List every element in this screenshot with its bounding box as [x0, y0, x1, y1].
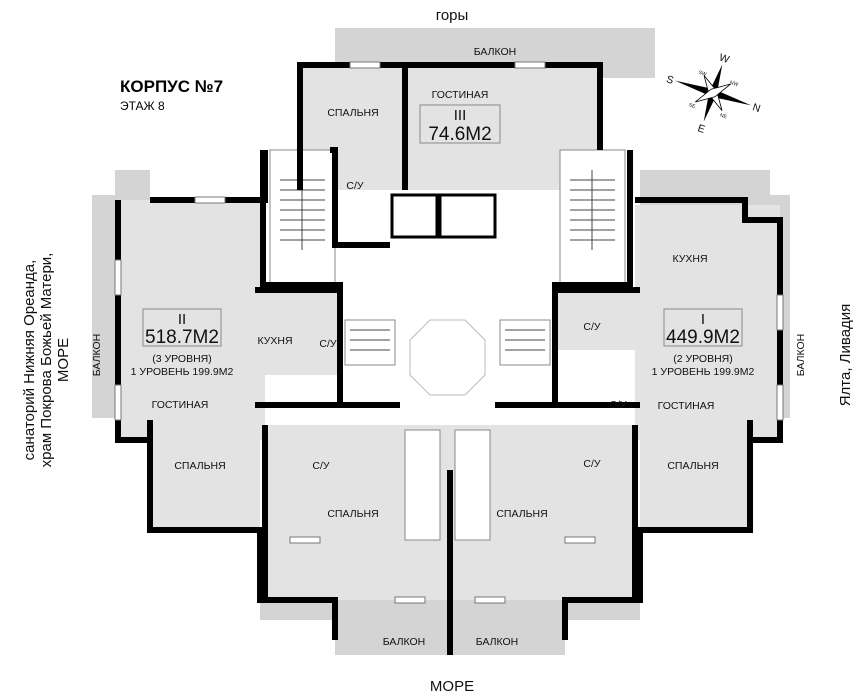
- wc-label-u1c: С/У: [583, 458, 601, 470]
- unit-1-levels: (2 УРОВНЯ): [673, 353, 733, 365]
- compass-nw: NW: [729, 80, 739, 88]
- compass-sw: SW: [698, 70, 708, 78]
- floor-label: ЭТАЖ 8: [120, 99, 165, 113]
- wc-label-u1b: С/У: [609, 399, 627, 411]
- bedroom-label-u3: СПАЛЬНЯ: [327, 107, 378, 119]
- bedroom-label-u2b: СПАЛЬНЯ: [327, 508, 378, 520]
- living-label-u1: ГОСТИНАЯ: [658, 400, 715, 412]
- unit-2-level1-area: 1 УРОВЕНЬ 199.9М2: [131, 366, 234, 378]
- unit-1-area-box: [663, 308, 743, 347]
- left-line-1: санаторий Нижняя Ореанда,: [21, 260, 38, 461]
- unit-1-level1-area: 1 УРОВЕНЬ 199.9М2: [652, 366, 755, 378]
- balcony-label-top: БАЛКОН: [474, 46, 517, 58]
- kitchen-label-u1: КУХНЯ: [672, 253, 707, 265]
- compass-w: W: [718, 52, 731, 67]
- unit-2-area-box: [142, 308, 222, 347]
- unit-2-levels: (3 УРОВНЯ): [152, 353, 212, 365]
- unit-2-area: 518.7М2: [145, 327, 219, 348]
- balcony-label-bottom-left: БАЛКОН: [383, 636, 426, 648]
- bedroom-label-u2: СПАЛЬНЯ: [174, 460, 225, 472]
- bedroom-label-u1: СПАЛЬНЯ: [667, 460, 718, 472]
- direction-bottom: МОРЕ: [430, 678, 474, 695]
- unit-3-number: III: [454, 107, 467, 124]
- building-title: КОРПУС №7: [120, 77, 223, 96]
- direction-right: Ялта, Ливадия: [837, 304, 854, 407]
- living-label-u3: ГОСТИНАЯ: [432, 89, 489, 101]
- balcony-label-right: БАЛКОН: [795, 334, 807, 377]
- wc-label-u2b: С/У: [312, 460, 330, 472]
- unit-2-number: II: [178, 311, 186, 328]
- compass-e: E: [696, 122, 706, 136]
- unit-1-number: I: [701, 311, 705, 328]
- balcony-label-left: БАЛКОН: [91, 334, 103, 377]
- walls: [115, 62, 783, 655]
- balcony-label-bottom-right: БАЛКОН: [476, 636, 519, 648]
- kitchen-label-u2: КУХНЯ: [257, 335, 292, 347]
- windows: [114, 61, 784, 604]
- unit-3-area-box: [419, 104, 501, 144]
- direction-top: горы: [436, 7, 469, 24]
- compass-s: S: [665, 73, 675, 87]
- compass-n: N: [751, 101, 762, 115]
- left-line-2: храм Покрова Божьей Матери,: [38, 253, 55, 468]
- wc-label-u2a: С/У: [319, 338, 337, 350]
- room-fills: [120, 65, 780, 600]
- unit-1-area: 449.9М2: [666, 327, 740, 348]
- direction-left: санаторий Нижняя Ореанда, храм Покрова Б…: [21, 253, 72, 468]
- left-line-3: МОРЕ: [55, 338, 72, 382]
- wc-label-u1a: С/У: [583, 321, 601, 333]
- compass-se: SE: [688, 102, 697, 110]
- wc-label-u3: С/У: [346, 180, 364, 192]
- compass-ne: NE: [719, 112, 728, 120]
- unit-3-area: 74.6М2: [428, 124, 491, 145]
- living-label-u2: ГОСТИНАЯ: [152, 399, 209, 411]
- room-labels: БАЛКОН СПАЛЬНЯ ГОСТИНАЯ III 74.6М2 С/У К…: [91, 46, 807, 648]
- compass-rose-icon: S N W E SW NW SE NE: [665, 52, 762, 136]
- bedroom-label-u1b: СПАЛЬНЯ: [496, 508, 547, 520]
